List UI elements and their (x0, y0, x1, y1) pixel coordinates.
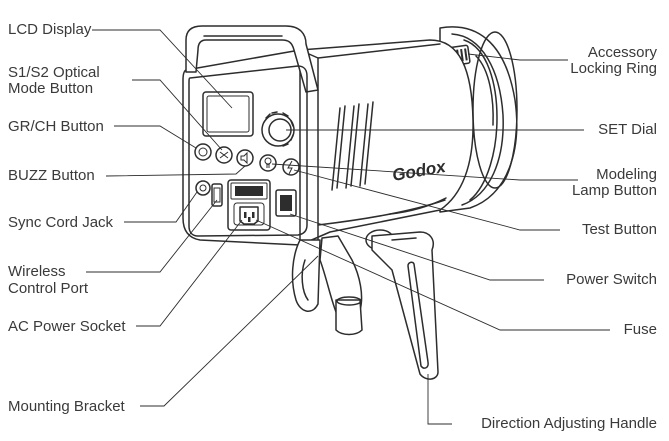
label-accessory-line1: Accessory (587, 44, 657, 61)
grch-button[interactable] (194, 143, 212, 161)
modeling-lamp-button[interactable] (259, 154, 277, 172)
label-buzz: BUZZ Button (8, 167, 95, 184)
leader-fuse (255, 219, 610, 331)
leader-s1s2 (132, 79, 223, 151)
s1s2-button[interactable] (215, 146, 233, 164)
mounting-bracket (291, 235, 363, 336)
label-s1s2-line2: Mode Button (8, 80, 94, 97)
leader-handle (427, 374, 452, 425)
label-s1s2-line1: S1/S2 Optical (8, 64, 100, 81)
label-modeling-line1: Modeling (596, 166, 657, 183)
label-wireless-line1: Wireless (8, 263, 66, 280)
top-handle (185, 25, 319, 93)
label-mount: Mounting Bracket (8, 398, 125, 415)
flash-body (182, 39, 474, 246)
label-grch: GR/CH Button (8, 118, 104, 135)
sync-cord-jack[interactable] (195, 180, 211, 196)
label-accessory-line2: Locking Ring (570, 60, 657, 77)
leader-grch (114, 125, 197, 149)
test-button[interactable] (282, 158, 300, 176)
label-modeling-line2: Lamp Button (571, 182, 657, 199)
leader-buzz (105, 165, 246, 177)
ac-power-socket[interactable] (227, 179, 271, 231)
direction-adjusting-handle[interactable] (365, 229, 439, 380)
lcd-display (202, 91, 254, 137)
label-lcd-display: LCD Display (8, 21, 92, 38)
label-fuse: Fuse (623, 321, 657, 338)
power-switch[interactable] (275, 189, 297, 217)
leader-test (293, 169, 560, 231)
leader-mount (140, 255, 319, 407)
label-wireless-line2: Control Port (8, 280, 89, 297)
label-test: Test Button (581, 221, 657, 238)
leader-ac (136, 219, 243, 327)
leader-power (289, 213, 544, 281)
label-ac: AC Power Socket (8, 318, 126, 335)
flash-unit: Godox (182, 25, 518, 380)
label-power: Power Switch (566, 271, 657, 288)
buzz-button[interactable] (236, 149, 254, 167)
set-dial[interactable] (261, 111, 295, 147)
label-set-dial: SET Dial (598, 121, 657, 138)
leader-modeling (271, 163, 578, 181)
leader-lines (86, 29, 610, 425)
label-handle: Direction Adjusting Handle (481, 415, 657, 432)
leader-accessory (467, 53, 568, 61)
leader-sync (124, 191, 198, 223)
control-panel (188, 65, 308, 237)
leader-lcd (92, 29, 233, 109)
label-sync: Sync Cord Jack (8, 214, 114, 231)
leader-wireless (86, 199, 218, 273)
